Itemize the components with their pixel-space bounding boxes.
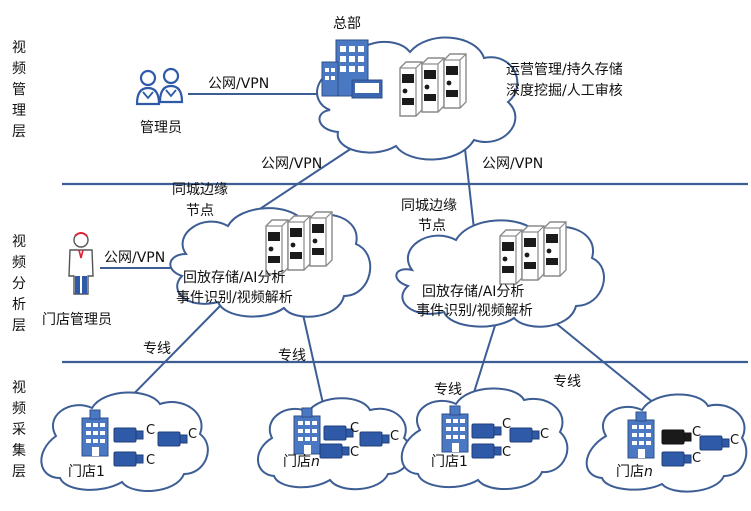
layer-label-analysis: 视频分析层 [12,234,26,334]
store-4-camera-label: C [692,451,701,466]
edge-node-1-function-line-1: 回放存储/AI分析 [183,270,285,286]
store-admin-label: 门店管理员 [42,312,112,328]
admin-link-label: 公网/VPN [208,76,269,92]
store-1-label: 门店1 [68,464,105,480]
dedicated-line-label-2: 专线 [278,348,306,364]
store-2-camera-label: C [350,445,359,460]
svg-text:视频管理层: 视频管理层 [12,40,26,140]
admin-icon [135,67,184,106]
edge-node-1-function-line-2: 事件识别/视频解析 [176,290,293,306]
hq-function-line-1: 运营管理/持久存储 [506,62,623,78]
hq-edge2-link [463,139,476,239]
edge1-store2-link [301,309,325,409]
hq-building-icon [321,39,383,99]
edge-node-2-title-line-2: 节点 [418,218,446,234]
layer-label-management: 视频管理层 [12,40,26,140]
edge-node-2-function-line-2: 事件识别/视频解析 [416,303,533,319]
svg-text:视频采集层: 视频采集层 [12,380,26,480]
hq-edge2-link-label: 公网/VPN [482,156,543,172]
hq-server-cluster [400,54,466,116]
store-admin-icon [68,232,94,295]
dedicated-line-label-3: 专线 [434,382,462,398]
edge2-store3-link [469,315,499,406]
store-3-camera-label: C [502,445,511,460]
edge-node-1-server-cluster [266,212,332,274]
dedicated-line-label-1: 专线 [143,341,171,357]
edge-node-1-title-line-1: 同城边缘 [172,182,228,198]
edge-node-2-function-line-1: 回放存储/AI分析 [422,284,524,300]
hq-edge1-link-label: 公网/VPN [261,156,322,172]
store-2-camera-label: C [390,429,399,444]
store-4-label: 门店n [616,464,653,480]
edge-node-2-title-line-1: 同城边缘 [401,198,457,214]
edge-node-1-title-line-2: 节点 [186,203,214,219]
store-admin-link-label: 公网/VPN [104,250,165,266]
store-3-camera-label: C [502,417,511,432]
store-1-camera-label: C [146,423,155,438]
dedicated-line-label-4: 专线 [553,374,581,390]
edge-node-2-server-cluster [500,222,566,284]
store-2-camera-label: C [350,421,359,436]
hq-function-line-2: 深度挖掘/人工审核 [506,83,623,99]
edge2-store4-link [541,311,661,409]
store-2-label: 门店n [283,454,320,470]
store-1-camera-label: C [188,427,197,442]
svg-text:视频分析层: 视频分析层 [12,234,26,334]
hq-label: 总部 [333,16,361,32]
store-1-camera-label: C [146,453,155,468]
store-3-camera-label: C [540,427,549,442]
admin-label: 管理员 [140,120,182,136]
store-4-camera-label: C [730,433,739,448]
store-4-camera-label: C [692,425,701,440]
store-3-label: 门店1 [431,454,468,470]
layer-label-collection: 视频采集层 [12,380,26,480]
